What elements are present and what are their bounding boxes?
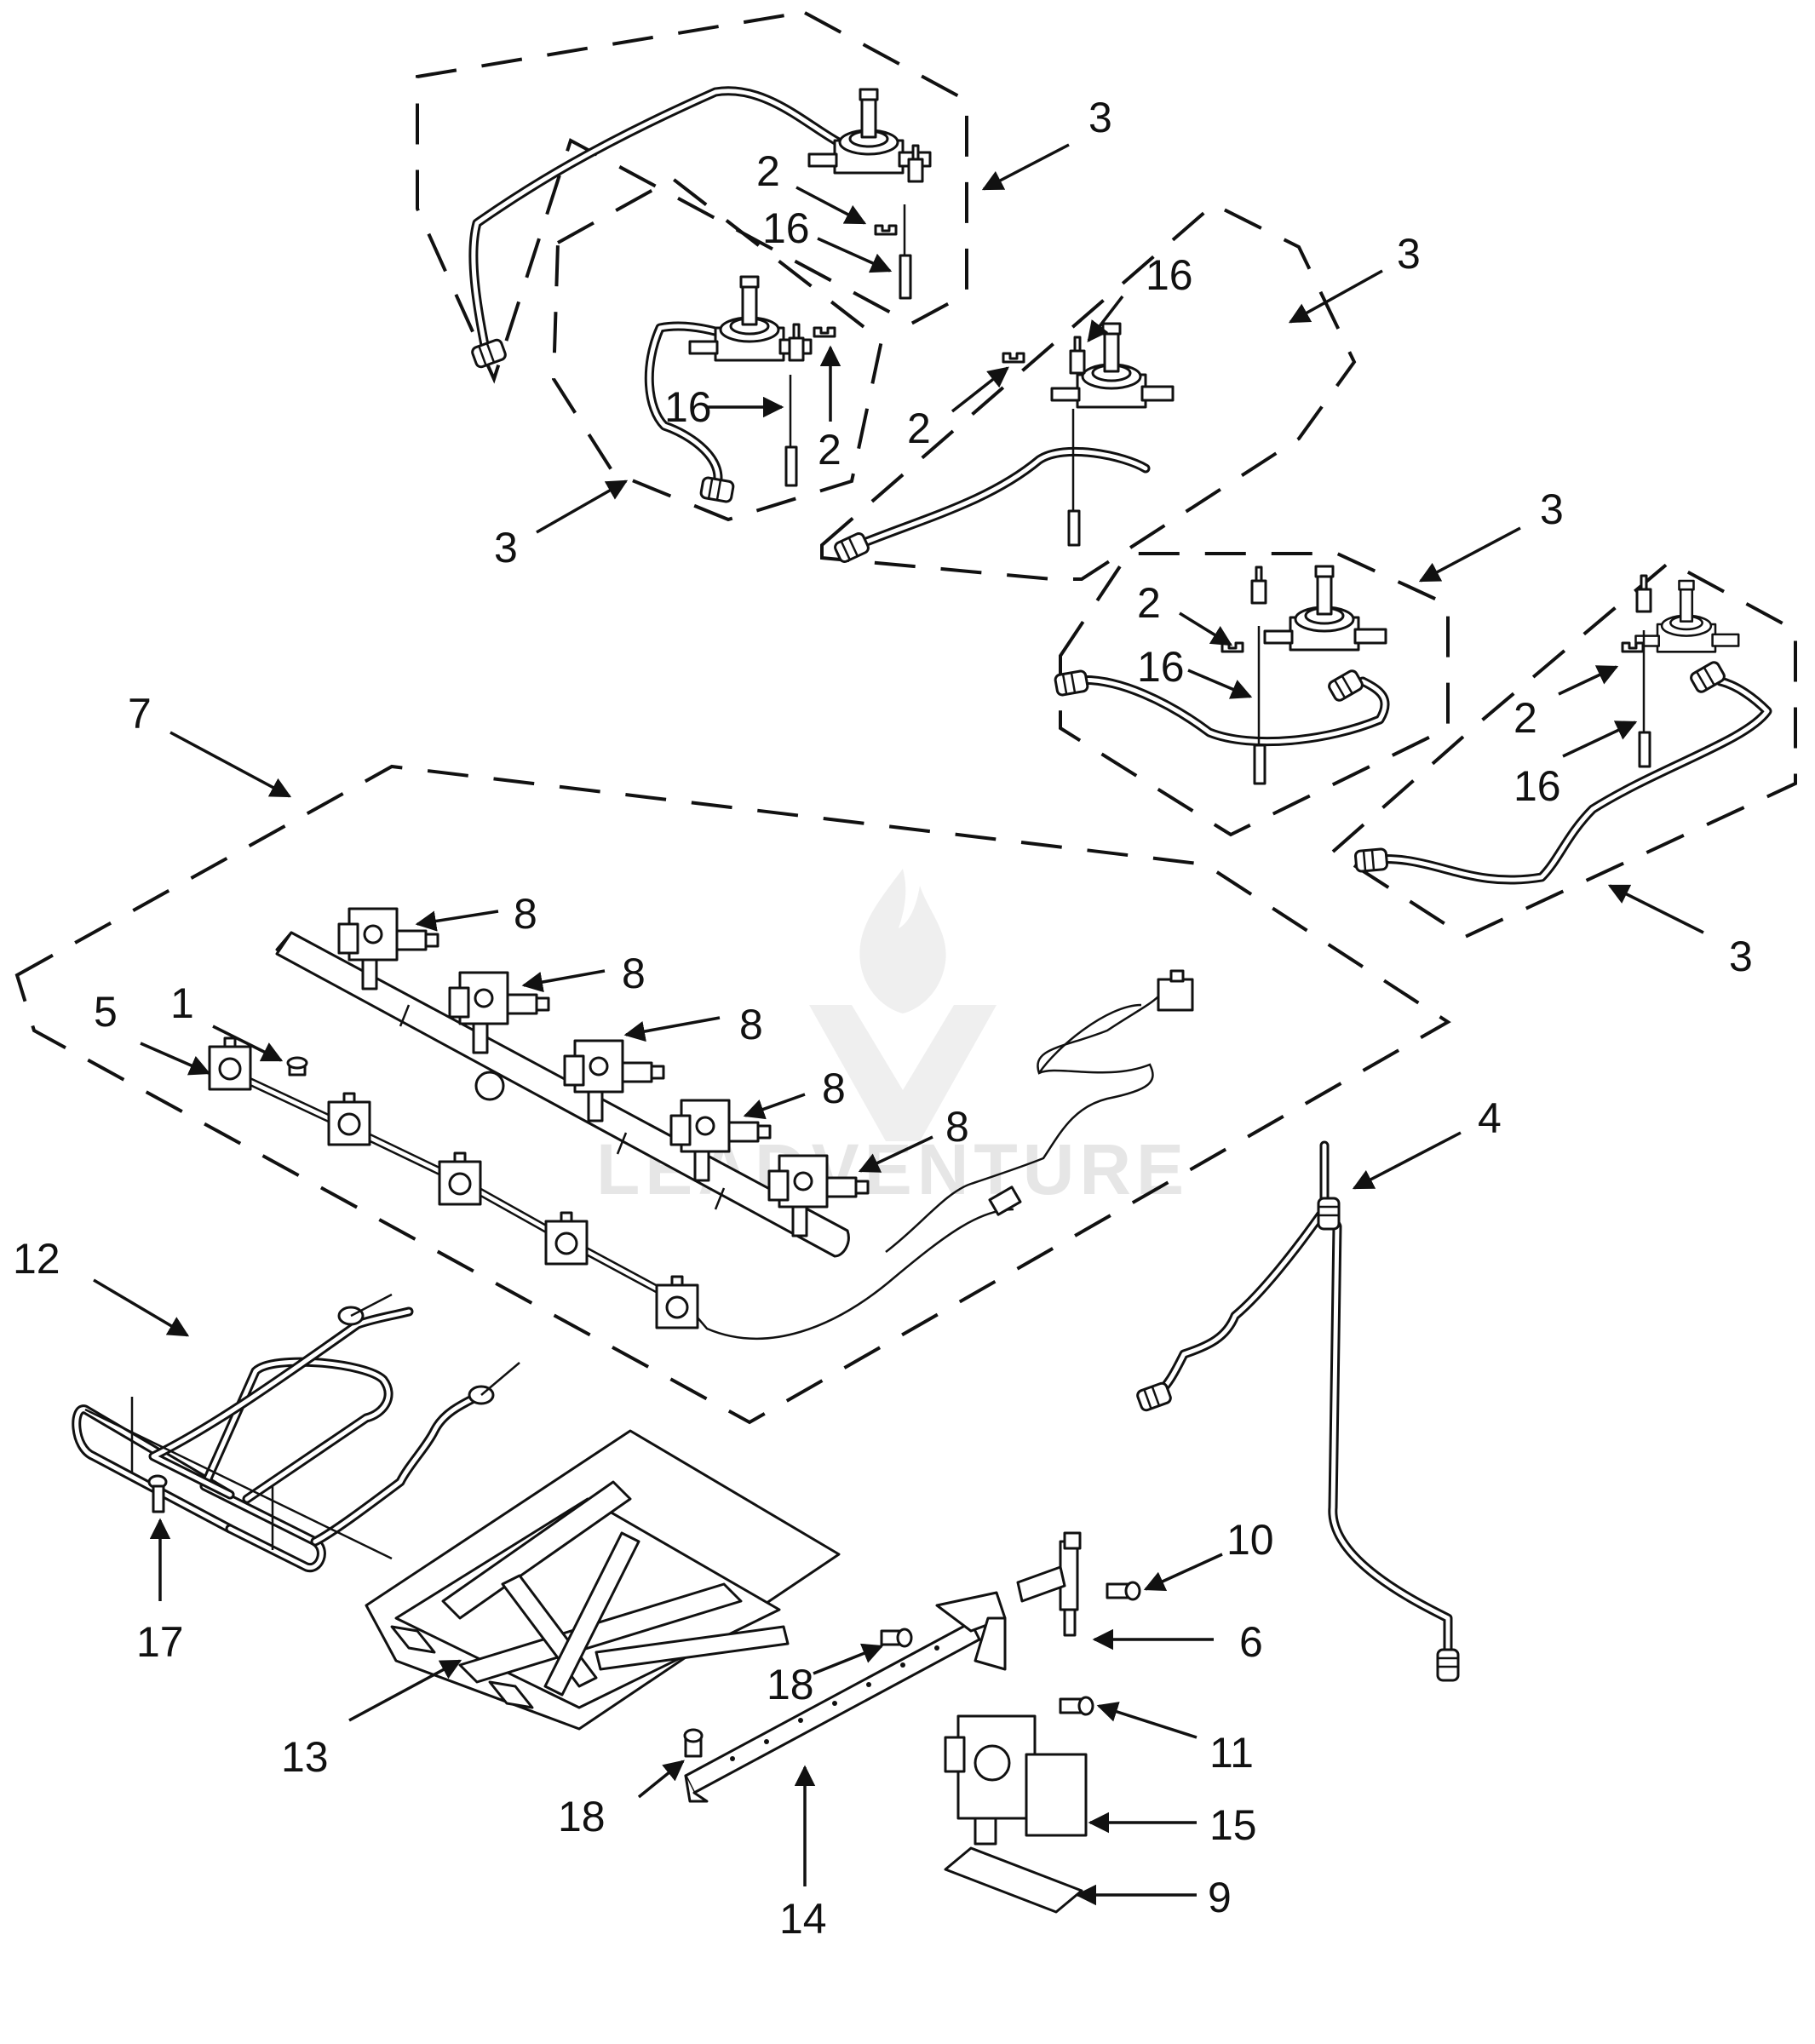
callout-7: 7 xyxy=(128,690,152,738)
callout-8: 8 xyxy=(739,1001,763,1048)
surface-burner-group-2-outline xyxy=(551,176,884,522)
callout-2: 2 xyxy=(907,405,931,452)
callout-10: 10 xyxy=(1226,1516,1274,1564)
surface-burner-assembly-1 xyxy=(468,86,932,370)
callout-15: 15 xyxy=(1209,1801,1257,1849)
callout-4: 4 xyxy=(1478,1094,1502,1142)
callout-16: 16 xyxy=(1513,762,1561,810)
callout-8: 8 xyxy=(822,1065,846,1112)
callout-2: 2 xyxy=(756,147,780,195)
callout-8: 8 xyxy=(514,890,537,938)
burner-ports xyxy=(730,1645,939,1761)
callout-3: 3 xyxy=(494,524,518,571)
leader-lines xyxy=(93,143,1704,1906)
surface-burner-assembly-4 xyxy=(1053,565,1390,785)
callout-3: 3 xyxy=(1397,230,1421,278)
callout-9: 9 xyxy=(1208,1874,1232,1921)
callout-2: 2 xyxy=(1513,694,1537,742)
manifold-assembly-outline xyxy=(14,764,1451,1425)
callout-18: 18 xyxy=(558,1793,606,1840)
ground-screw xyxy=(286,1056,308,1077)
callout-16: 16 xyxy=(762,204,810,252)
callout-14: 14 xyxy=(779,1895,827,1943)
callout-16: 16 xyxy=(1146,251,1193,299)
surface-burner-assembly-5 xyxy=(1353,574,1772,885)
callout-16: 16 xyxy=(1137,643,1185,691)
callout-labels: 3 2 16 3 16 2 2 16 3 16 2 3 3 2 16 2 16 … xyxy=(13,94,1753,1943)
callout-18: 18 xyxy=(767,1661,814,1708)
callout-2: 2 xyxy=(1137,579,1161,627)
callout-1: 1 xyxy=(170,979,194,1027)
callout-6: 6 xyxy=(1239,1618,1263,1666)
surface-burner-assembly-3 xyxy=(832,322,1175,565)
surface-burner-group-4-outline xyxy=(1059,552,1450,837)
screw-17 xyxy=(147,1474,168,1513)
callout-3: 3 xyxy=(1729,933,1753,980)
burner-baffle xyxy=(365,1429,841,1731)
callout-16: 16 xyxy=(664,383,712,431)
callout-8: 8 xyxy=(622,950,646,997)
surface-burner-group-3-outline xyxy=(820,202,1357,581)
heating-element xyxy=(72,1293,520,1573)
callout-12: 12 xyxy=(13,1235,60,1283)
main-gas-tube xyxy=(1134,1140,1460,1682)
callout-3: 3 xyxy=(1088,94,1112,141)
callout-13: 13 xyxy=(281,1733,329,1781)
surface-burner-group-1-outline xyxy=(416,11,968,384)
surface-burner-assembly-2 xyxy=(644,275,836,504)
callout-8: 8 xyxy=(945,1103,969,1151)
callout-2: 2 xyxy=(818,426,841,474)
callout-17: 17 xyxy=(136,1618,184,1666)
flame-logo xyxy=(809,869,997,1141)
callout-11: 11 xyxy=(1209,1729,1254,1777)
manifold-assembly xyxy=(208,907,1194,1340)
callout-5: 5 xyxy=(94,988,118,1036)
callout-3: 3 xyxy=(1540,485,1564,533)
